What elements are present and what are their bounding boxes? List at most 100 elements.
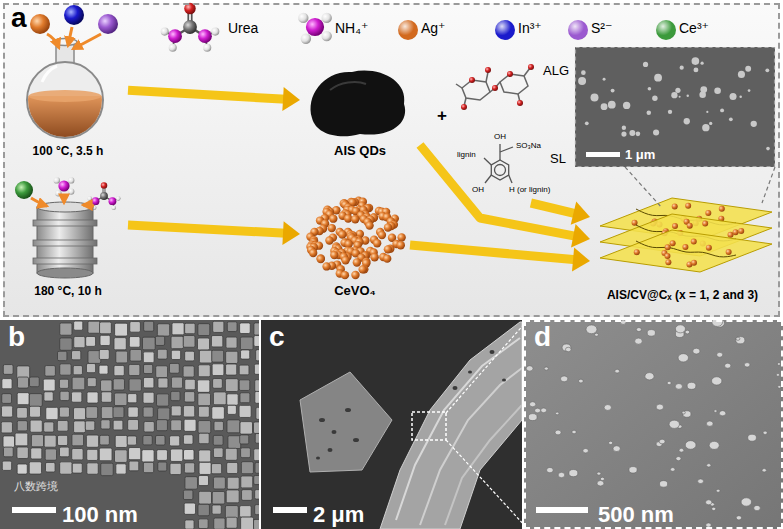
sem-panel-b-art <box>60 391 69 400</box>
process-arrow <box>128 221 300 245</box>
sem-panel-d-art <box>629 467 637 474</box>
sem-panel-b-art <box>3 447 13 457</box>
arrow-head <box>282 87 300 111</box>
sem-panel-b-art <box>72 434 84 446</box>
cevo4-particles <box>306 196 406 279</box>
sem-panel-b-art <box>255 391 259 403</box>
sem-panel-d-art <box>741 498 751 506</box>
sem-panel-b-art <box>171 336 183 348</box>
panel-letter: d <box>534 321 551 353</box>
reaction-flask-art <box>30 14 50 34</box>
sem-panel-b-art <box>71 392 81 402</box>
alginate-structure-art <box>486 72 488 82</box>
sem-inset-art <box>680 66 684 70</box>
sem-panel-b-art <box>198 365 210 377</box>
sem-inset-art <box>653 129 659 135</box>
scale-label: 500 nm <box>598 502 674 527</box>
sem-panel-b-art <box>72 448 83 459</box>
sem-panel-b-art <box>171 391 180 400</box>
legend-label: Urea <box>228 20 258 36</box>
sem-panel-b-art <box>30 406 41 417</box>
sem-panel-b-art <box>156 420 167 431</box>
sem-panel-d-art <box>725 363 731 368</box>
sem-panel-b-art <box>17 407 28 418</box>
sem-panel-d-art <box>547 467 554 472</box>
sem-panel-b-art <box>144 364 153 373</box>
sem-panel-b-art <box>214 421 223 430</box>
sem-panel-d-art <box>670 468 675 472</box>
composite-sheets <box>634 249 640 255</box>
sem-inset-art <box>684 118 690 124</box>
sem-panel-d-art <box>597 472 601 475</box>
molecule-label: ALG <box>543 64 569 79</box>
sem-panel-b-art <box>256 350 259 361</box>
legend-label: Ag⁺ <box>421 20 446 36</box>
sem-panel-d-art <box>683 411 691 418</box>
sem-panel-b-art <box>255 380 259 392</box>
sem-panel-b-art <box>170 449 182 461</box>
sem-panel-b-art <box>44 435 56 447</box>
sem-inset-art <box>668 110 672 114</box>
sem-inset-art <box>765 68 769 72</box>
sem-inset-art <box>636 132 641 137</box>
sem-inset-art <box>739 96 742 99</box>
sem-panel-b-art <box>29 394 42 407</box>
composite-sheets <box>672 223 678 229</box>
alginate-structure-art <box>469 77 475 83</box>
sem-panel-b-art <box>115 450 128 463</box>
cevo4-particles <box>317 254 325 262</box>
sem-inset-art <box>591 94 599 102</box>
composite-sheets <box>665 244 671 250</box>
sem-panel-b-art <box>73 366 82 375</box>
sem-inset-art <box>603 78 606 81</box>
cevo4-particles <box>358 265 366 273</box>
panel-letter: b <box>8 321 25 353</box>
sem-panel-b-art <box>17 377 28 388</box>
sem-panel-b-art <box>254 336 259 347</box>
composite-sheets <box>670 240 676 246</box>
sem-panel-d-art <box>744 363 750 367</box>
alginate-structure-art <box>456 84 462 88</box>
sem-panel-b-art <box>211 464 221 474</box>
sem-panel-d-art <box>636 328 641 332</box>
cevo4-particles <box>370 253 378 261</box>
sem-panel-b-art <box>1 406 12 417</box>
composite-sheets <box>600 230 772 272</box>
sem-panel-b-art <box>169 363 179 373</box>
sem-panel-b-art <box>72 377 85 390</box>
sem-panel-d-art <box>555 412 558 415</box>
sem-panel-b-art <box>3 365 13 375</box>
sem-panel-b-art <box>101 420 110 429</box>
sem-panel-d-art <box>667 381 671 384</box>
quantum-dot-powder-art <box>330 82 366 90</box>
sem-panel-b-art <box>240 435 249 444</box>
autoclave-art <box>31 198 47 206</box>
sem-panel-b-art <box>255 462 259 473</box>
sem-panel-b-art <box>1 321 259 529</box>
sem-panel-b-art <box>101 392 111 402</box>
sem-panel-d-art <box>762 469 766 472</box>
reaction-flask-art <box>64 5 84 25</box>
autoclave-art <box>33 220 97 226</box>
lignosulfonate-structure-art <box>500 147 513 152</box>
sem-panel-b-art <box>57 420 68 431</box>
sem-panel-b-art <box>86 364 95 373</box>
cevo4-particles <box>351 271 359 279</box>
sem-panel-d-art <box>656 404 663 410</box>
sem-panel-b-art <box>74 336 85 347</box>
sem-panel-b-art <box>198 406 209 417</box>
sem-panel-b-art <box>130 322 141 333</box>
sem-inset-art <box>576 48 775 167</box>
sem-panel-d-art <box>707 464 711 467</box>
sem-panel-b-art <box>115 435 127 447</box>
sem-panel-d-art <box>736 337 740 340</box>
sem-panel-b-art <box>184 450 195 461</box>
sem-panel-b-art <box>241 517 254 529</box>
sem-panel-b-art <box>12 507 56 513</box>
sem-panel-b-art <box>226 337 237 348</box>
sem-panel: c2 μm <box>261 320 522 529</box>
sem-panel-b-art <box>143 392 154 403</box>
sem-panel-b-art <box>60 338 72 350</box>
sem-panel-b-art <box>198 393 211 406</box>
sem-panel-d-art <box>555 430 561 435</box>
